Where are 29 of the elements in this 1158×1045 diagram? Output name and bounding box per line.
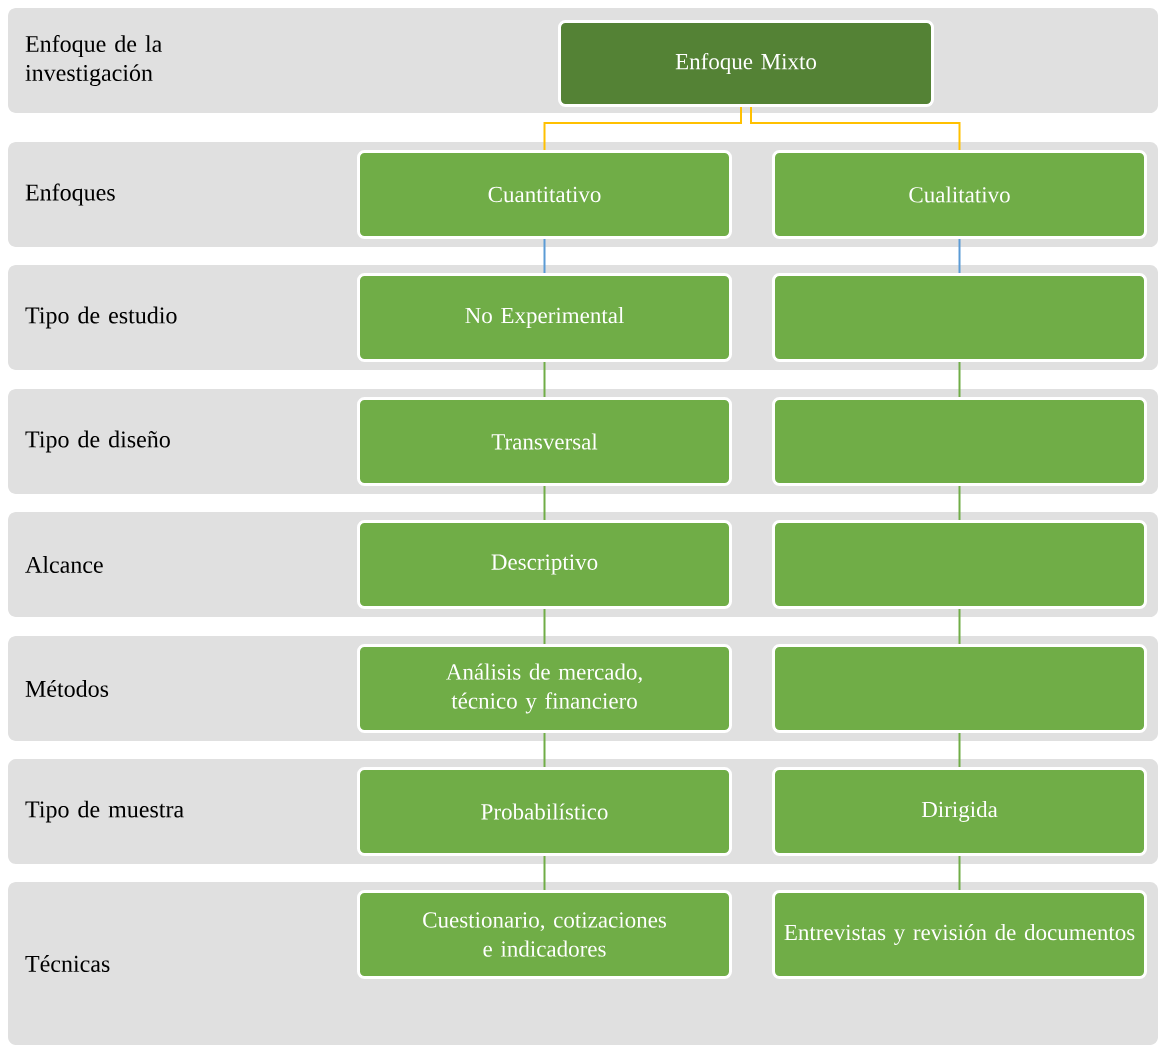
empty-box bbox=[772, 520, 1147, 609]
process-box: Cuestionario, cotizaciones e indicadores bbox=[357, 890, 732, 979]
empty-box bbox=[772, 644, 1147, 733]
connector-line bbox=[958, 608, 961, 645]
connector-line bbox=[543, 238, 546, 274]
process-box: Probabilístico bbox=[357, 767, 732, 856]
connector-line bbox=[958, 238, 961, 274]
connector-line bbox=[543, 485, 546, 521]
connector-line bbox=[543, 732, 546, 768]
process-box: Cualitativo bbox=[772, 150, 1147, 239]
empty-box bbox=[772, 273, 1147, 362]
bracket-connector bbox=[543, 106, 742, 151]
connector-line bbox=[958, 361, 961, 398]
connector-line bbox=[543, 855, 546, 891]
process-box: Análisis de mercado, técnico y financiero bbox=[357, 644, 732, 733]
connector-line bbox=[543, 608, 546, 645]
connector-line bbox=[958, 732, 961, 768]
process-box: Dirigida bbox=[772, 767, 1147, 856]
empty-box bbox=[772, 397, 1147, 486]
connector-line bbox=[958, 485, 961, 521]
bracket-connector bbox=[750, 106, 961, 151]
process-box: Cuantitativo bbox=[357, 150, 732, 239]
process-box: Entrevistas y revisión de documentos bbox=[772, 890, 1147, 979]
process-box: Enfoque Mixto bbox=[558, 20, 934, 107]
process-box: Transversal bbox=[357, 397, 732, 486]
process-box: Descriptivo bbox=[357, 520, 732, 609]
connector-line bbox=[543, 361, 546, 398]
connector-line bbox=[958, 855, 961, 891]
process-box: No Experimental bbox=[357, 273, 732, 362]
